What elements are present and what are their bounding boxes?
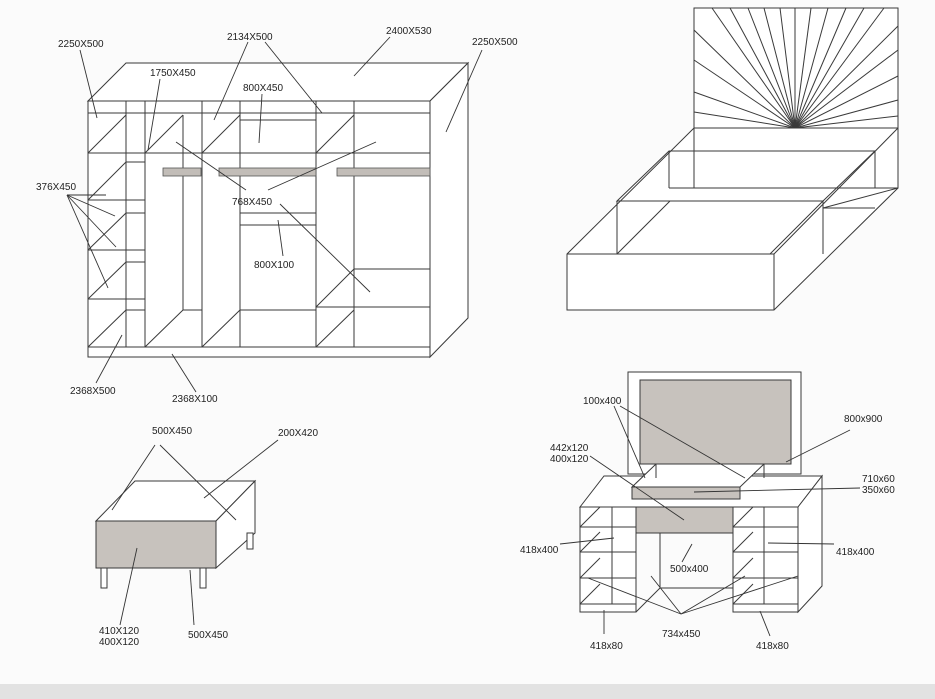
label-wardrobe-800x450: 800X450 <box>243 83 283 94</box>
table-leg-back-right <box>246 532 254 550</box>
label-desk-418x400-left: 418x400 <box>520 545 559 556</box>
table-drawer-front <box>95 520 217 569</box>
label-table-400: 400X120 <box>99 637 139 648</box>
table-drawing <box>94 439 279 626</box>
label-desk-442: 442x120 <box>550 443 589 454</box>
label-wardrobe-1750: 1750X450 <box>150 68 196 79</box>
mirror-glass <box>639 379 792 465</box>
label-desk-400x120: 400x120 <box>550 454 589 465</box>
wardrobe-right-side <box>429 61 469 359</box>
label-desk-418x400-right: 418x400 <box>836 547 875 558</box>
label-wardrobe-2134: 2134X500 <box>227 32 273 43</box>
label-wardrobe-side-left: 2250X500 <box>58 39 104 50</box>
desk-right-pedestal <box>732 506 799 613</box>
bed-drawing <box>566 7 899 311</box>
label-wardrobe-2368x500: 2368X500 <box>70 386 116 397</box>
label-table-side: 500X450 <box>188 630 228 641</box>
label-desk-mirror: 800x900 <box>844 414 883 425</box>
table-leg-front-right <box>199 567 207 589</box>
label-desk-418x80-left: 418x80 <box>590 641 623 652</box>
bottom-strip <box>0 684 935 699</box>
label-wardrobe-top: 2400X530 <box>386 26 432 37</box>
desk-tray <box>630 463 766 488</box>
wardrobe-drawing <box>66 36 483 393</box>
rail-right <box>336 167 431 177</box>
label-wardrobe-768: 768X450 <box>232 197 272 208</box>
label-wardrobe-2368x100: 2368X100 <box>172 394 218 405</box>
desk-drawing <box>559 371 861 637</box>
label-desk-734: 734x450 <box>662 629 701 640</box>
label-desk-100x400: 100x400 <box>583 396 622 407</box>
label-wardrobe-376: 376X450 <box>36 182 76 193</box>
wardrobe-top <box>86 62 470 102</box>
dimension-labels: 2250X500 2134X500 2400X530 2250X500 1750… <box>36 26 895 652</box>
label-wardrobe-side-right: 2250X500 <box>472 37 518 48</box>
desk-center-drawer <box>635 506 734 534</box>
label-table-top: 500X450 <box>152 426 192 437</box>
rail-left <box>162 167 202 177</box>
label-desk-418x80-right: 418x80 <box>756 641 789 652</box>
label-desk-500x400: 500x400 <box>670 564 709 575</box>
label-wardrobe-800x100: 800X100 <box>254 260 294 271</box>
label-table-410: 410X120 <box>99 626 139 637</box>
label-desk-350: 350x60 <box>862 485 895 496</box>
label-desk-710: 710x60 <box>862 474 895 485</box>
table-leg-front-left <box>100 567 108 589</box>
label-table-200: 200X420 <box>278 428 318 439</box>
tray-front <box>631 486 741 500</box>
